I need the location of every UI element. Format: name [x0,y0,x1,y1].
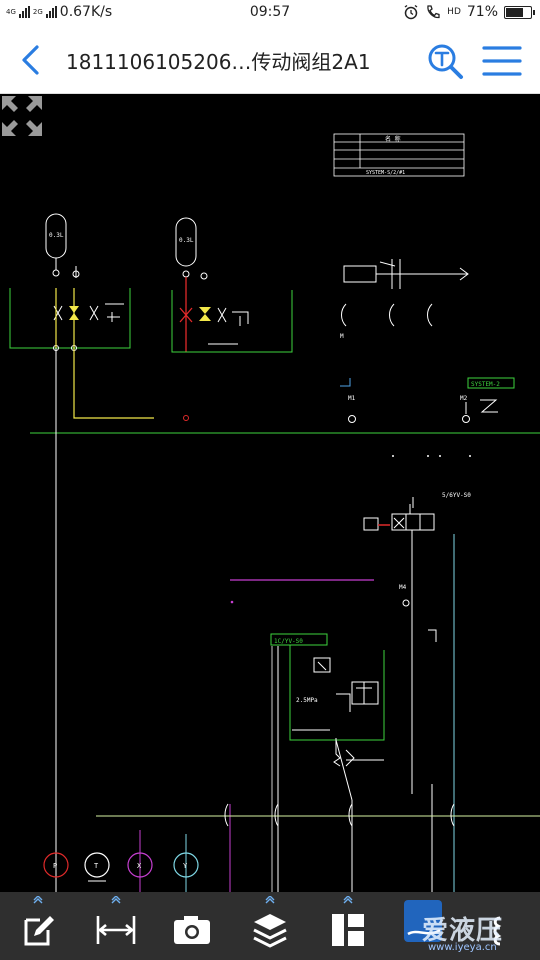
more-icon [493,916,502,946]
valve-tag: 5/6YV-S0 [442,492,471,499]
network-speed: 0.67K/s [59,4,113,20]
actuator-block [343,259,469,289]
drawing-canvas[interactable]: 名 称 SYSTEM-S/2/#1 0.3L [0,94,540,892]
green-box-tag: 1C/YV-S0 [274,638,303,645]
title-block-row1: 名 称 [385,135,401,143]
watermark-url: www.iyeya.cn [428,942,497,953]
gauge-y-label: Y [183,862,188,870]
call-icon [427,5,440,19]
watermark-logo [404,900,442,942]
network-tag-2: 2G [32,7,43,16]
gauge-p-label: P [53,862,57,870]
more-tool-button[interactable] [472,892,536,960]
gauge-x-label: X [137,862,142,870]
m2-label: M2 [460,395,468,402]
edit-tool-button[interactable] [6,892,70,960]
hd-badge: HD [447,7,461,17]
layout-tool-button[interactable] [316,892,380,960]
back-arrow-icon[interactable] [14,42,50,78]
camera-icon [174,916,210,944]
accumulator-1 [45,213,67,277]
chevron-up-icon [265,896,275,904]
red-pipe [179,277,193,352]
m4-label: M4 [399,584,407,591]
green-enclosure-2 [171,290,293,353]
green-enclosure-1 [9,288,131,349]
signal-icon-2 [45,6,57,18]
measure-icon [96,916,136,944]
gauge-y [173,852,199,878]
schematic[interactable]: 名 称 SYSTEM-S/2/#1 0.3L [0,94,540,892]
alarm-icon [404,4,418,20]
m1-label: M1 [348,395,356,402]
measure-tool-button[interactable] [84,892,148,960]
watermark-text: 爱液压 [422,916,504,946]
gauge-t [84,852,110,878]
yellow-pipes [55,288,154,419]
accumulator-2 [175,217,208,280]
app-header: 1811106105206…传动阀组2A1 [0,26,540,94]
green-enclosure-3 [289,645,385,741]
check-valve-yellow-2 [199,307,211,321]
accumulator-2-label: 0.3L [179,237,194,244]
gauge-p [43,852,69,878]
chevron-up-icon [343,896,353,904]
status-left: 4G 2G 0.67K/s [6,4,112,20]
status-right: HD 71% [403,4,535,20]
fullscreen-expand-icon[interactable] [0,94,44,138]
chevron-up-icon [33,896,43,904]
gauge-x [127,852,153,878]
m-label-top: M [340,333,344,340]
right-green-tag: SYSTEM-2 [471,381,500,388]
gauge-t-label: T [94,862,99,870]
status-bar: 4G 2G 0.67K/s 09:57 HD 71% [0,0,540,26]
pencil-icon [24,916,54,946]
layout-icon [332,914,364,946]
menu-icon[interactable] [480,42,524,80]
title-block-row3: SYSTEM-S/2/#1 [366,170,405,176]
camera-tool-button[interactable] [160,892,224,960]
bottom-toolbar [0,892,540,960]
accumulator-1-label: 0.3L [49,232,64,239]
directional-valve [363,497,435,531]
clock: 09:57 [249,4,291,20]
document-title: 1811106105206…传动阀组2A1 [66,50,371,74]
layers-icon [253,914,287,948]
layers-tool-button[interactable] [238,892,302,960]
signal-icon [18,6,30,18]
chevron-up-icon [111,896,121,904]
pressure-tag: 2.5MPa [296,697,318,704]
battery-percent: 71% [466,4,498,20]
text-search-icon[interactable] [426,42,466,82]
network-tag-1: 4G [6,7,16,16]
title-block [333,133,465,177]
battery-icon [504,5,535,19]
